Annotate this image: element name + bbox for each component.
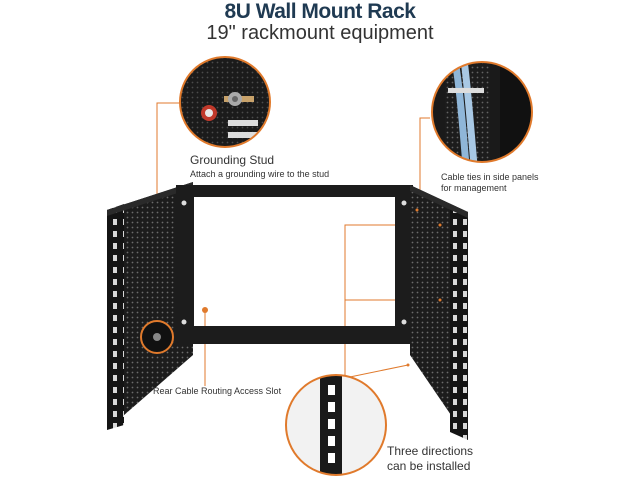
- three-directions-line1: Three directions: [387, 444, 474, 458]
- grounding-stud-zoom: [179, 56, 271, 148]
- three-directions-zoom: [285, 374, 387, 476]
- product-title: 8U Wall Mount Rack: [224, 0, 416, 23]
- three-directions-label: Three directions can be installed: [387, 444, 497, 474]
- cable-ties-line1: Cable ties in side panels: [441, 172, 539, 182]
- rack-left-panel: [107, 182, 193, 430]
- product-subtitle: 19" rackmount equipment: [206, 22, 434, 44]
- cable-ties-zoom: [431, 61, 533, 163]
- rack-right-panel: [406, 185, 468, 440]
- grounding-stud-title: Grounding Stud: [190, 153, 275, 167]
- cable-ties-label: Cable ties in side panels for management: [441, 172, 561, 194]
- rack-back-frame: [176, 185, 413, 344]
- cable-ties-line2: for management: [441, 183, 507, 193]
- rear-slot-marker: [202, 307, 208, 313]
- three-directions-line2: can be installed: [387, 459, 471, 473]
- rear-slot-label: Rear Cable Routing Access Slot: [153, 386, 282, 396]
- grounding-stud-description: Attach a grounding wire to the stud: [190, 169, 330, 179]
